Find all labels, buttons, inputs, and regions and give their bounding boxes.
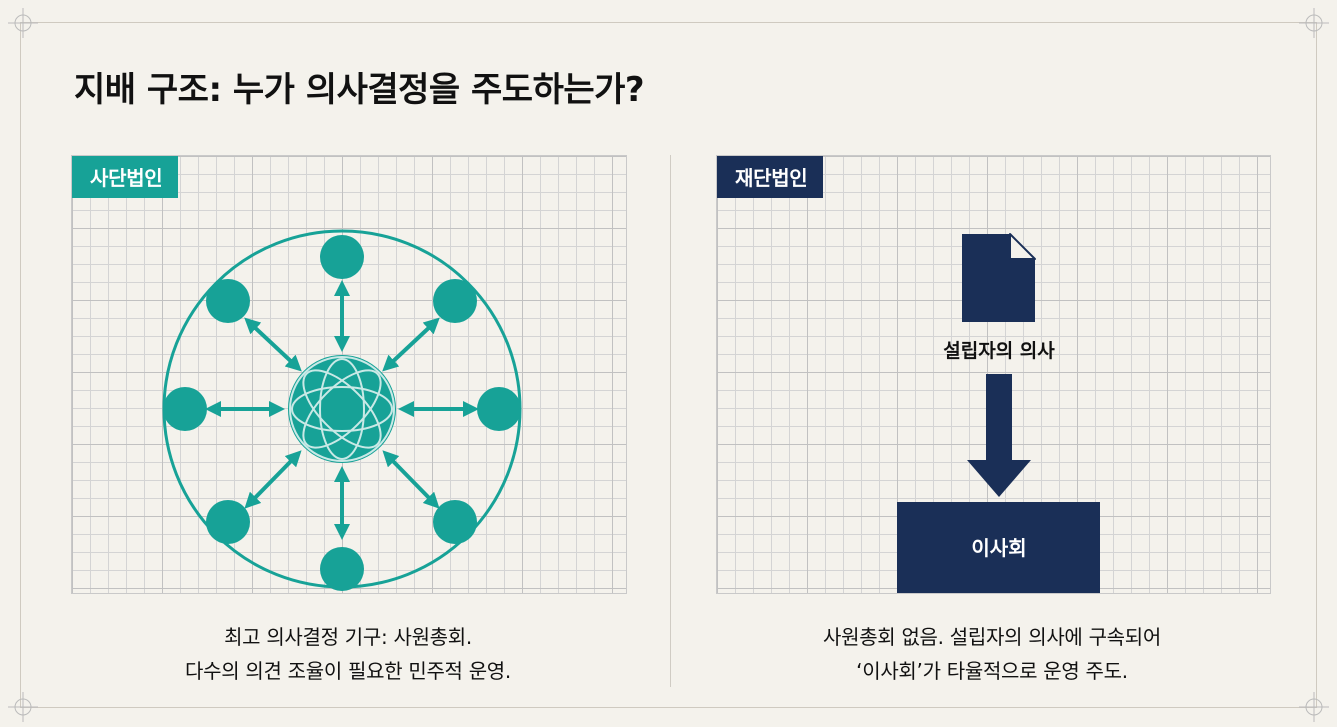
corner-crosshair-icon <box>1299 692 1329 722</box>
corner-crosshair-icon <box>8 8 38 38</box>
incorporated-association-tag: 사단법인 <box>72 156 179 198</box>
left-caption-line-2: 다수의 의견 조율이 필요한 민주적 운영. <box>185 659 511 683</box>
board-of-directors-box <box>897 502 1100 593</box>
down-arrow-icon <box>967 374 1031 497</box>
founder-intent-label: 설립자의 의사 <box>943 340 1055 362</box>
foundation-tag: 재단법인 <box>717 156 824 198</box>
foundation-panel: 설립자의 의사 이사회 재단법인 <box>716 155 1271 594</box>
corner-crosshair-icon <box>1299 8 1329 38</box>
panel-divider <box>670 155 671 687</box>
right-caption-line-1: 사원총회 없음. 설립자의 의사에 구속되어 <box>823 625 1161 649</box>
board-of-directors-label: 이사회 <box>971 536 1026 560</box>
left-caption-line-1: 최고 의사결정 기구: 사원총회. <box>224 625 472 649</box>
right-caption-line-2: ‘이사회’가 타율적으로 운영 주도. <box>856 659 1128 683</box>
left-caption: 최고 의사결정 기구: 사원총회. 다수의 의견 조율이 필요한 민주적 운영. <box>68 620 628 688</box>
member-nodes <box>163 235 521 591</box>
network-hub-icon <box>288 355 396 463</box>
incorporated-association-panel: 사단법인 <box>71 155 627 594</box>
document-icon <box>962 233 1036 322</box>
bidirectional-arrows <box>205 280 479 540</box>
page-title: 지배 구조: 누가 의사결정을 주도하는가? <box>74 70 645 110</box>
corner-crosshair-icon <box>8 692 38 722</box>
member-network-diagram <box>162 229 522 591</box>
foundation-flow-diagram: 설립자의 의사 이사회 <box>897 233 1100 593</box>
right-caption: 사원총회 없음. 설립자의 의사에 구속되어 ‘이사회’가 타율적으로 운영 주… <box>712 620 1272 688</box>
